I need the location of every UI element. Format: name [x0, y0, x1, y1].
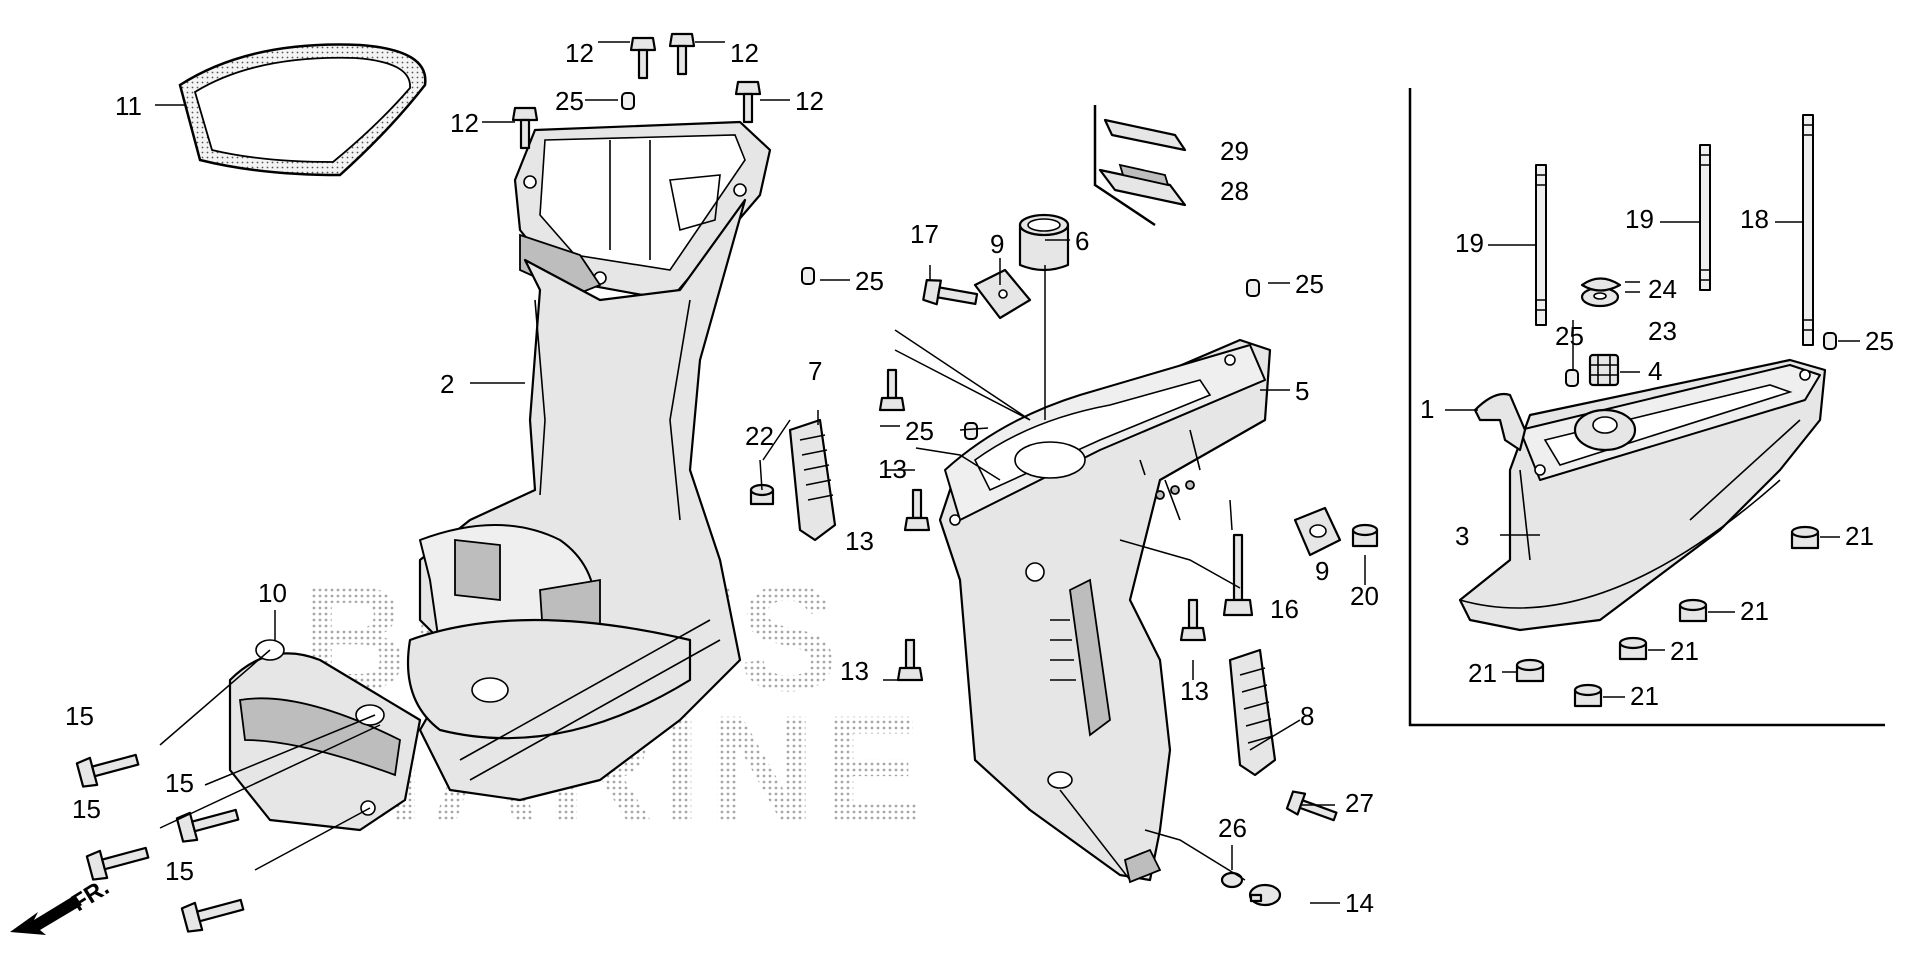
callouts: 11 12 12 12 12 25 25 2 17 9 6 25 5 7 22 … — [65, 38, 1894, 918]
stud-parts — [1535, 114, 1814, 346]
callout-25: 25 — [1555, 321, 1584, 351]
callout-10: 10 — [258, 578, 287, 608]
callout-13: 13 — [878, 454, 907, 484]
callout-25: 25 — [905, 416, 934, 446]
gasket-part — [178, 43, 427, 177]
callout-21: 21 — [1630, 681, 1659, 711]
inset-frame — [1408, 88, 1885, 727]
callout-19: 19 — [1625, 204, 1654, 234]
anode-part — [788, 418, 837, 542]
callout-8: 8 — [1300, 701, 1314, 731]
callout-21: 21 — [1670, 636, 1699, 666]
callout-24: 24 — [1648, 274, 1677, 304]
callout-13: 13 — [845, 526, 874, 556]
callout-25: 25 — [855, 266, 884, 296]
callout-27: 27 — [1345, 788, 1374, 818]
callout-26: 26 — [1218, 813, 1247, 843]
callout-16: 16 — [1270, 594, 1299, 624]
callout-9: 9 — [990, 229, 1004, 259]
exhaust-cover-part — [228, 639, 422, 832]
callout-1: 1 — [1420, 394, 1434, 424]
callout-25: 25 — [1295, 269, 1324, 299]
callout-21: 21 — [1468, 658, 1497, 688]
plate-part — [973, 268, 1032, 320]
lock-washer-part — [1580, 277, 1622, 292]
callout-21: 21 — [1845, 521, 1874, 551]
callout-12: 12 — [565, 38, 594, 68]
nut-part — [1588, 353, 1620, 387]
bushing-part — [1018, 213, 1070, 272]
callout-29: 29 — [1220, 136, 1249, 166]
callout-13: 13 — [1180, 676, 1209, 706]
extension-case-part — [406, 120, 772, 802]
callout-15: 15 — [65, 701, 94, 731]
callout-17: 17 — [910, 219, 939, 249]
inset-bracket-small — [1093, 105, 1156, 227]
callout-11: 11 — [115, 91, 142, 121]
callout-12: 12 — [795, 86, 824, 116]
clip-part — [1473, 392, 1527, 452]
front-direction-label: FR. — [67, 874, 114, 917]
callout-19: 19 — [1455, 228, 1484, 258]
callout-13: 13 — [840, 656, 869, 686]
callout-15: 15 — [165, 768, 194, 798]
callout-7: 7 — [808, 356, 822, 386]
rubber-mount-part — [1098, 118, 1187, 207]
gear-case-part — [938, 338, 1272, 884]
callout-20: 20 — [1350, 581, 1379, 611]
callout-14: 14 — [1345, 888, 1374, 918]
callout-6: 6 — [1075, 226, 1089, 256]
callout-3: 3 — [1455, 521, 1469, 551]
callout-25: 25 — [1865, 326, 1894, 356]
callout-15: 15 — [72, 794, 101, 824]
callout-25: 25 — [555, 86, 584, 116]
plate-part-2 — [1293, 506, 1342, 557]
anode-part-2 — [1228, 648, 1277, 777]
callout-5: 5 — [1295, 376, 1309, 406]
callout-4: 4 — [1648, 356, 1662, 386]
callout-22: 22 — [745, 421, 774, 451]
nut-parts — [621, 92, 1837, 907]
callout-15: 15 — [165, 856, 194, 886]
callout-12: 12 — [730, 38, 759, 68]
gear-case-inset-part — [1458, 358, 1827, 632]
callout-2: 2 — [440, 369, 454, 399]
callout-28: 28 — [1220, 176, 1249, 206]
front-direction-arrow: FR. — [10, 874, 114, 935]
bolt-parts — [75, 32, 1338, 933]
callout-12: 12 — [450, 108, 479, 138]
leader-lines — [155, 41, 1860, 904]
callout-23: 23 — [1648, 316, 1677, 346]
callout-9: 9 — [1315, 556, 1329, 586]
callout-21: 21 — [1740, 596, 1769, 626]
callout-18: 18 — [1740, 204, 1769, 234]
